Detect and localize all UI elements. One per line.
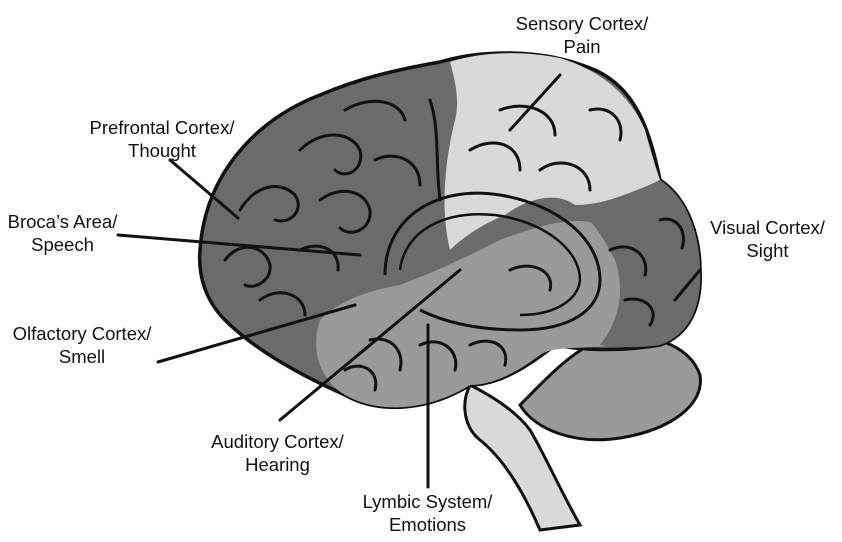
label-auditory: Auditory Cortex/ Hearing <box>190 430 365 476</box>
label-auditory-line1: Auditory Cortex/ <box>190 430 365 453</box>
label-visual-line2: Sight <box>695 239 840 262</box>
label-olfactory-line1: Olfactory Cortex/ <box>2 322 162 345</box>
label-auditory-line2: Hearing <box>190 453 365 476</box>
label-visual-line1: Visual Cortex/ <box>695 216 840 239</box>
label-olfactory: Olfactory Cortex/ Smell <box>2 322 162 368</box>
label-broca-line2: Speech <box>0 233 125 256</box>
label-broca: Broca’s Area/ Speech <box>0 210 125 256</box>
label-lymbic-line2: Emotions <box>345 513 510 536</box>
label-sensory-line1: Sensory Cortex/ <box>502 12 662 35</box>
label-lymbic: Lymbic System/ Emotions <box>345 490 510 536</box>
label-visual: Visual Cortex/ Sight <box>695 216 840 262</box>
label-broca-line1: Broca’s Area/ <box>0 210 125 233</box>
label-prefrontal-line2: Thought <box>62 139 262 162</box>
label-sensory-line2: Pain <box>502 35 662 58</box>
label-sensory: Sensory Cortex/ Pain <box>502 12 662 58</box>
label-olfactory-line2: Smell <box>2 345 162 368</box>
label-prefrontal-line1: Prefrontal Cortex/ <box>62 116 262 139</box>
label-prefrontal: Prefrontal Cortex/ Thought <box>62 116 262 162</box>
label-lymbic-line1: Lymbic System/ <box>345 490 510 513</box>
